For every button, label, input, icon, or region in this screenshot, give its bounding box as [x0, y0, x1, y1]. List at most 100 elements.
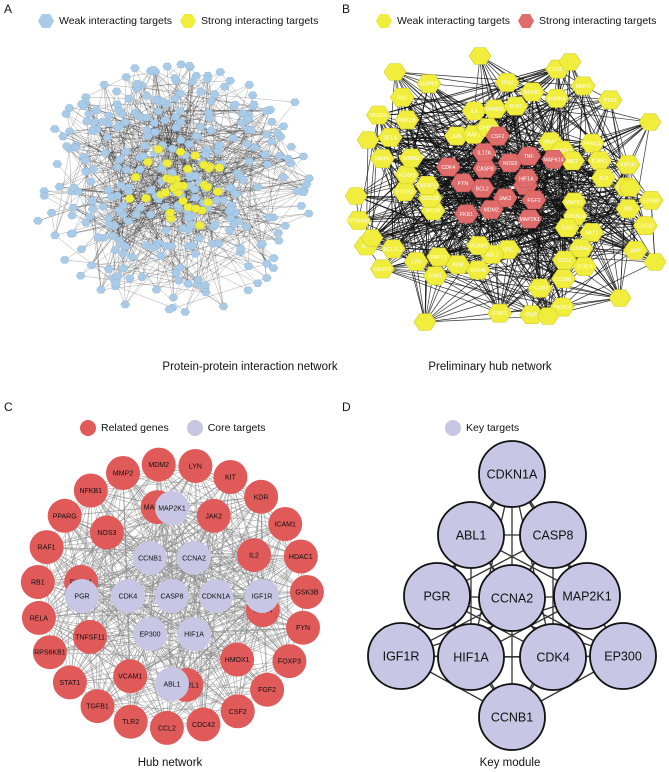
ppi-edge	[267, 136, 281, 165]
ppi-node-weak	[244, 157, 255, 166]
ppi-node-weak	[214, 141, 225, 150]
hub-edge	[382, 82, 508, 159]
hub-node-weak	[554, 218, 580, 238]
ppi-node-weak	[59, 256, 70, 264]
hub-node-weak	[494, 73, 520, 92]
ppi-edge	[204, 154, 265, 186]
hub-node-label: HMOX1	[553, 148, 572, 154]
ppi-edge	[59, 156, 144, 187]
hub-edge	[365, 139, 369, 246]
ppi-node-weak	[164, 305, 175, 314]
ppi-edge	[119, 199, 159, 241]
ppi-edge	[142, 243, 213, 278]
ppi-edge	[115, 249, 186, 313]
ppi-node-weak	[142, 126, 152, 134]
hub-node-label: TP53	[501, 80, 514, 86]
ppi-edge	[207, 187, 213, 244]
ppi-node-strong	[162, 159, 173, 168]
ppi-node-weak	[191, 132, 202, 140]
ppi-node-weak	[112, 100, 123, 109]
ppi-node-weak	[266, 137, 277, 146]
hub-edge	[367, 68, 558, 141]
hub-node-strong	[450, 173, 476, 193]
ppi-node-weak	[200, 150, 211, 159]
ppi-node-strong	[172, 181, 183, 190]
ppi-node-weak	[87, 197, 98, 205]
hub-node-weak	[544, 89, 570, 108]
hub-node-label: RAF1	[467, 133, 480, 139]
hub-edge	[507, 249, 549, 317]
hub-node-weak	[415, 176, 440, 195]
hub-node-strong	[478, 200, 504, 219]
hub-network-edge	[195, 465, 286, 525]
ppi-node-weak	[121, 147, 131, 156]
ppi-edge	[204, 251, 241, 289]
key-target-label: HIF1A	[453, 651, 489, 665]
hub-node-label: FOXP3	[398, 173, 415, 179]
ppi-edge	[179, 93, 254, 107]
ppi-node-weak	[261, 130, 272, 139]
hub-edge	[378, 61, 571, 116]
hub-node-label: CASP8	[476, 167, 493, 173]
ppi-edge	[137, 86, 271, 111]
ppi-node-weak	[249, 143, 260, 152]
hub-node-weak	[398, 148, 424, 168]
key-target-label: CCNB1	[491, 711, 533, 725]
hub-node-label: PPARG	[486, 107, 504, 113]
ppi-node-weak	[156, 251, 166, 260]
hub-edge	[416, 208, 629, 262]
ppi-node-weak	[39, 191, 50, 200]
ppi-edge	[201, 129, 249, 211]
ppi-node-weak	[273, 236, 284, 245]
hub-node-label: HRAS	[543, 140, 558, 146]
hub-node-label: TNF	[524, 154, 534, 160]
ppi-node-weak	[170, 74, 180, 82]
ppi-node-weak	[118, 250, 129, 258]
ppi-node-weak	[249, 100, 259, 109]
ppi-node-weak	[115, 181, 126, 190]
ppi-edge	[83, 127, 119, 157]
ppi-edge	[214, 224, 279, 241]
hub-node-weak	[403, 252, 429, 271]
ppi-node-weak	[274, 152, 285, 160]
ppi-node-weak	[120, 242, 130, 251]
ppi-node-weak	[230, 100, 241, 109]
ppi-node-weak	[261, 274, 272, 282]
hub-edge	[529, 218, 646, 226]
ppi-node-weak	[145, 211, 156, 219]
ppi-node-weak	[209, 90, 220, 98]
hub-edge	[371, 218, 530, 239]
ppi-node-weak	[173, 276, 184, 285]
hub-node-label: FYN	[458, 181, 469, 187]
hub-network-edge	[230, 476, 302, 557]
ppi-node-weak	[218, 196, 229, 204]
ppi-node-weak	[184, 140, 194, 148]
hub-node-weak	[344, 187, 368, 205]
ppi-node-weak	[243, 115, 254, 123]
ppi-edge	[224, 86, 247, 227]
ppi-node-weak	[130, 64, 140, 72]
hub-node-label: CASP3	[374, 267, 391, 273]
ppi-edge	[142, 187, 174, 278]
ppi-edge	[122, 143, 247, 215]
ppi-edge	[131, 80, 231, 257]
hub-node-label: CDKN1A	[565, 214, 587, 220]
ppi-edge	[257, 184, 307, 188]
ppi-node-weak	[292, 187, 303, 195]
ppi-edge	[96, 110, 122, 244]
legend-a-strong: Strong interacting targets	[180, 14, 318, 28]
ppi-edge	[119, 93, 215, 160]
ppi-node-weak	[121, 166, 132, 174]
ppi-node-weak	[124, 94, 134, 103]
hub-node-strong	[517, 209, 543, 229]
hub-edge	[389, 71, 396, 138]
ppi-node-weak	[195, 123, 206, 131]
hub-edge	[603, 177, 621, 299]
legend-b-weak-label: Weak interacting targets	[397, 15, 511, 27]
ppi-node-weak	[91, 106, 102, 115]
hub-node-label: FKB1	[460, 212, 473, 218]
hub-edge	[479, 55, 568, 228]
ppi-node-weak	[113, 106, 124, 114]
